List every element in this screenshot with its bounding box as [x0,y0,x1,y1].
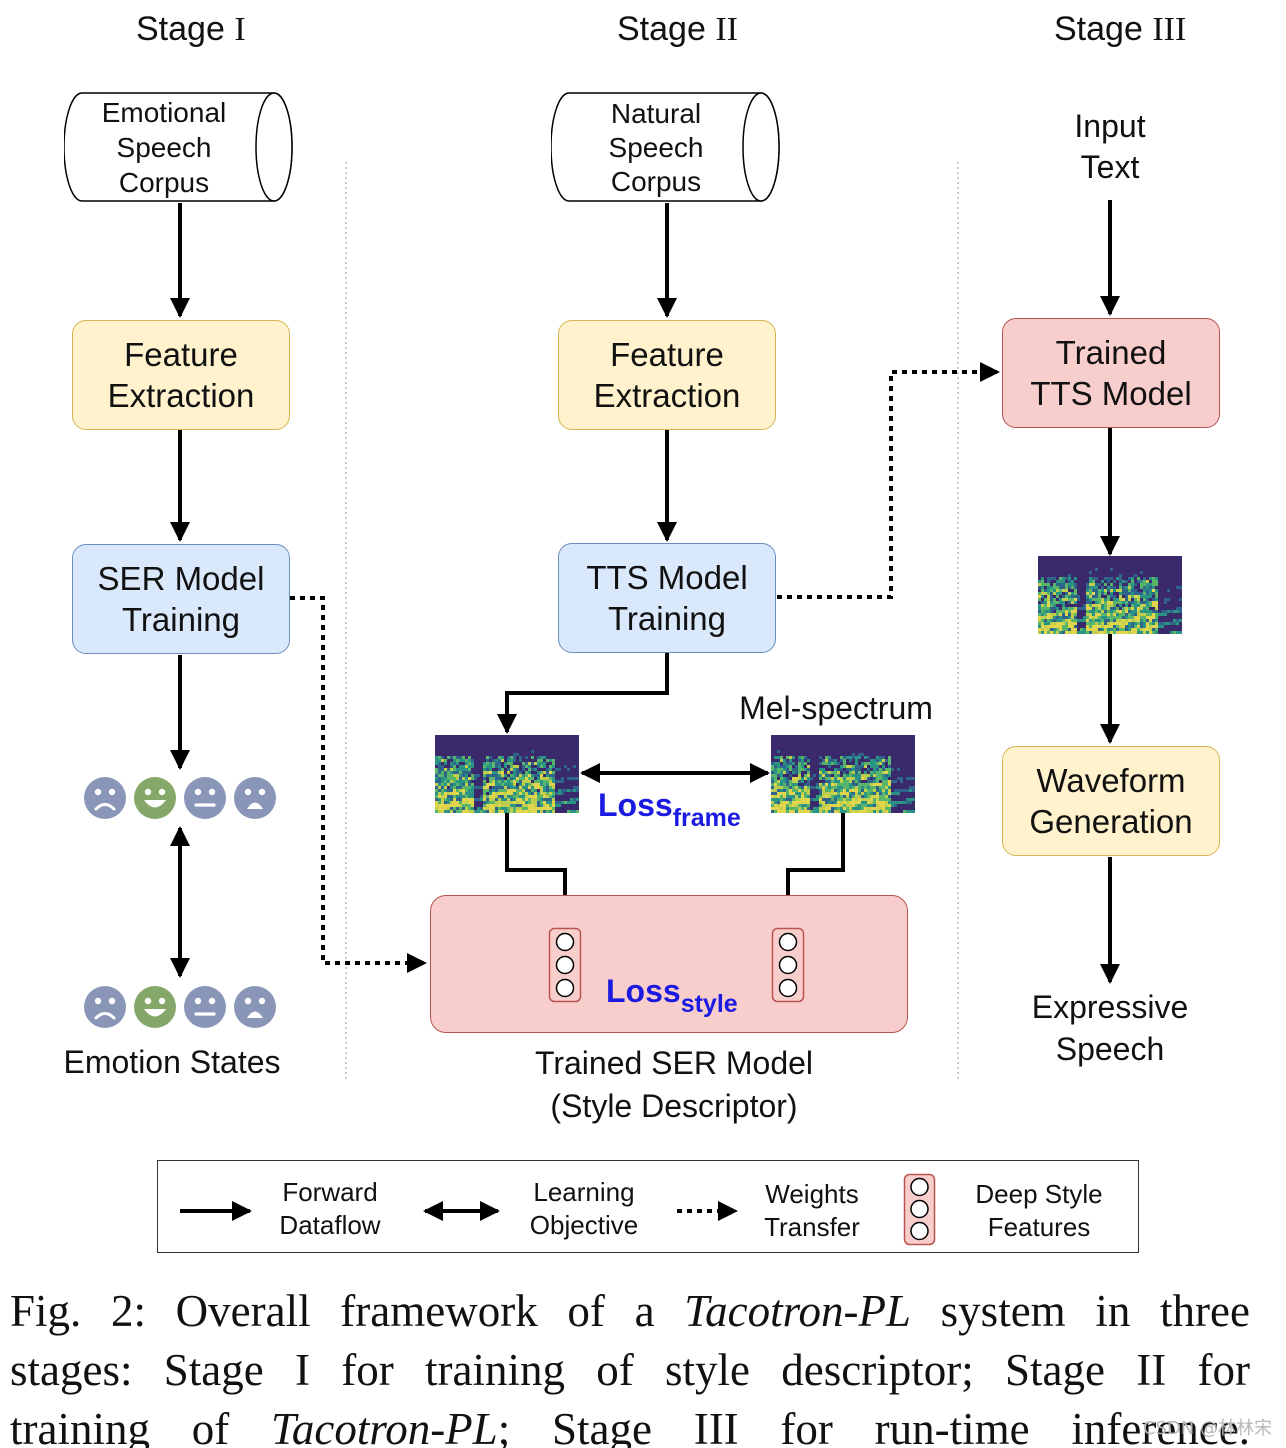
caption-line-1: Fig. 2: Overall framework of a Tacotron-… [10,1286,1250,1336]
mel-spectrogram-predicted [435,735,579,813]
surprised-face-icon [234,777,276,819]
mel-spectrum-label: Mel-spectrum [739,690,933,726]
deep-style-feature-icon [548,927,582,1003]
deep-style-feature-icon [771,927,805,1003]
stage-1-heading: Stage I [136,10,246,48]
sad-face-icon [84,986,126,1028]
caption-line-2: stages: Stage I for training of style de… [10,1345,1250,1395]
natural-corpus-cylinder [551,92,780,202]
neutral-face-icon [184,986,226,1028]
mel-spectrogram-inference [1038,556,1182,634]
mel-spectrogram-ground-truth [771,735,915,813]
weights-transfer-arrow [777,362,1000,599]
happy-face-icon [134,986,176,1028]
watermark: CSDN @林林宋 [1142,1418,1272,1439]
trained-ser-model-label: Trained SER Model(Style Descriptor) [534,1045,814,1124]
deep-style-features-icon [903,1173,936,1246]
neutral-face-icon [184,777,226,819]
emotional-corpus-cylinder [64,92,293,202]
stage-2-heading: Stage II [617,10,738,48]
weights-transfer-arrow [290,596,427,973]
emotion-faces-row-bottom [84,986,276,1028]
sad-face-icon [84,777,126,819]
emotion-faces-row-top [84,777,276,819]
forward-arrow [497,653,669,734]
surprised-face-icon [234,986,276,1028]
trained-ser-model-box [430,895,908,1033]
stage-3-heading: Stage III [1054,10,1187,48]
emotion-states-label: Emotion States [63,1044,281,1080]
happy-face-icon [134,777,176,819]
legend-icons [180,1173,936,1246]
loss-frame-label: Lossframe [598,787,741,832]
figure-caption: Fig. 2: Overall framework of a Tacotron-… [10,1282,1250,1448]
loss-style-label: Lossstyle [606,973,738,1018]
caption-line-3: training of Tacotron-PL; Stage III for r… [10,1404,1250,1448]
